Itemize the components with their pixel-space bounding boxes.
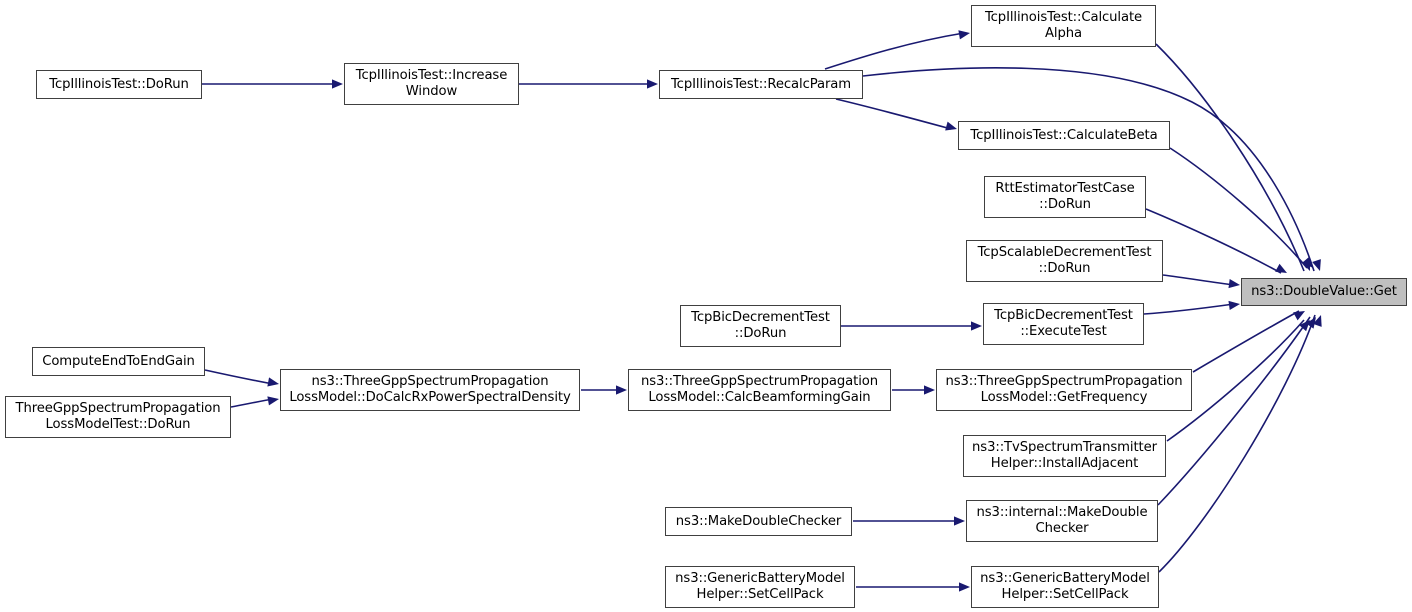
graph-node[interactable]: ns3::GenericBatteryModel Helper::SetCell…: [665, 566, 855, 608]
graph-edge: [1143, 300, 1240, 315]
graph-edge: [519, 79, 658, 89]
graph-node[interactable]: ns3::MakeDoubleChecker: [665, 507, 852, 536]
graph-node[interactable]: RttEstimatorTestCase ::DoRun: [984, 176, 1146, 218]
graph-node[interactable]: ns3::ThreeGppSpectrumPropagation LossMod…: [628, 369, 891, 411]
graph-node[interactable]: ns3::TvSpectrumTransmitter Helper::Insta…: [963, 435, 1166, 477]
graph-edge: [841, 321, 982, 331]
graph-node[interactable]: ns3::ThreeGppSpectrumPropagation LossMod…: [280, 369, 580, 411]
graph-node-label: ThreeGppSpectrumPropagation LossModelTes…: [15, 401, 221, 432]
graph-node[interactable]: TcpIllinoisTest::RecalcParam: [659, 70, 863, 99]
graph-node[interactable]: ns3::DoubleValue::Get: [1241, 278, 1407, 306]
edge-arrowhead: [267, 377, 279, 387]
edge-arrowhead: [958, 30, 970, 40]
edge-arrowhead: [1312, 259, 1321, 271]
graph-edge: [1162, 274, 1240, 289]
edge-arrowhead: [971, 321, 982, 331]
graph-edge: [892, 385, 935, 395]
graph-edge: [862, 67, 1321, 272]
graph-node[interactable]: ComputeEndToEndGain: [32, 347, 205, 376]
edge-arrowhead: [267, 396, 279, 406]
graph-node[interactable]: ns3::GenericBatteryModel Helper::SetCell…: [971, 566, 1159, 608]
graph-node-label: ns3::ThreeGppSpectrumPropagation LossMod…: [289, 374, 571, 405]
graph-edge: [1169, 147, 1313, 269]
graph-edge: [1145, 208, 1287, 274]
edge-arrowhead: [1228, 300, 1240, 311]
graph-edge: [581, 385, 627, 395]
graph-node-label: ns3::GenericBatteryModel Helper::SetCell…: [980, 571, 1150, 602]
graph-node[interactable]: TcpBicDecrementTest ::DoRun: [680, 305, 841, 347]
graph-edge: [1158, 314, 1322, 573]
edge-arrowhead: [1312, 315, 1322, 327]
graph-node-label: TcpIllinoisTest::RecalcParam: [670, 76, 852, 92]
graph-node-label: TcpIllinoisTest::DoRun: [49, 76, 189, 92]
graph-edge: [835, 98, 957, 131]
graph-node-label: ns3::MakeDoubleChecker: [675, 513, 842, 529]
graph-node-label: TcpBicDecrementTest ::DoRun: [691, 310, 830, 341]
graph-node-label: TcpIllinoisTest::CalculateBeta: [970, 127, 1158, 143]
edge-arrowhead: [1228, 278, 1240, 289]
graph-node[interactable]: ThreeGppSpectrumPropagation LossModelTes…: [5, 396, 231, 438]
graph-node-label: ns3::GenericBatteryModel Helper::SetCell…: [675, 571, 845, 602]
edge-arrowhead: [1293, 311, 1305, 321]
graph-edge: [202, 79, 343, 89]
graph-edge: [1155, 43, 1311, 272]
edge-arrowhead: [954, 516, 965, 526]
graph-node-label: TcpIllinoisTest::Increase Window: [355, 68, 508, 99]
graph-edge: [204, 369, 279, 387]
graph-node-label: TcpBicDecrementTest ::ExecuteTest: [994, 308, 1133, 339]
edge-arrowhead: [1302, 256, 1313, 268]
edge-arrowhead: [332, 79, 343, 89]
graph-node-label: TcpIllinoisTest::Calculate Alpha: [984, 10, 1143, 41]
graph-node[interactable]: ns3::ThreeGppSpectrumPropagation LossMod…: [936, 369, 1192, 411]
graph-node-label: ns3::ThreeGppSpectrumPropagation LossMod…: [945, 374, 1183, 405]
graph-edge: [824, 30, 970, 70]
graph-edge: [853, 516, 965, 526]
graph-node[interactable]: TcpIllinoisTest::Calculate Alpha: [971, 5, 1156, 47]
graph-node[interactable]: TcpBicDecrementTest ::ExecuteTest: [983, 303, 1144, 345]
graph-node[interactable]: TcpIllinoisTest::Increase Window: [344, 63, 519, 105]
edge-arrowhead: [616, 385, 627, 395]
graph-node[interactable]: TcpIllinoisTest::DoRun: [36, 70, 202, 99]
edge-arrowhead: [924, 385, 935, 395]
graph-node-label: TcpScalableDecrementTest ::DoRun: [977, 245, 1152, 276]
edge-arrowhead: [959, 582, 970, 592]
edge-arrowhead: [647, 79, 658, 89]
graph-edge: [856, 582, 970, 592]
graph-node-label: ns3::internal::MakeDouble Checker: [976, 505, 1148, 536]
graph-node-label: ns3::TvSpectrumTransmitter Helper::Insta…: [972, 440, 1157, 471]
graph-node-label: ns3::ThreeGppSpectrumPropagation LossMod…: [640, 374, 879, 405]
graph-edge: [230, 396, 279, 408]
graph-node-label: RttEstimatorTestCase ::DoRun: [995, 181, 1135, 212]
graph-node-label: ns3::DoubleValue::Get: [1251, 284, 1397, 299]
graph-node[interactable]: TcpScalableDecrementTest ::DoRun: [966, 240, 1163, 282]
edge-arrowhead: [1275, 263, 1287, 273]
graph-node[interactable]: ns3::internal::MakeDouble Checker: [966, 500, 1158, 542]
graph-node[interactable]: TcpIllinoisTest::CalculateBeta: [958, 121, 1170, 150]
graph-edge: [1192, 310, 1305, 373]
edge-arrowhead: [945, 121, 957, 131]
graph-node-label: ComputeEndToEndGain: [42, 353, 195, 369]
